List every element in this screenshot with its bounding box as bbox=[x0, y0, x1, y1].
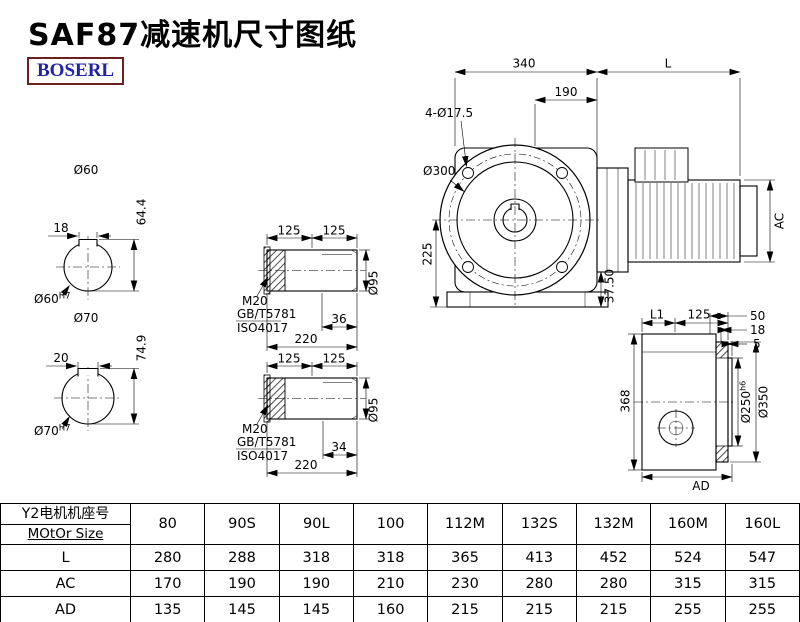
cell: 135 bbox=[129, 596, 206, 622]
bolt-holes-label: 4-Ø17.5 bbox=[425, 106, 473, 120]
shaftbot-std2-label: ISO4017 bbox=[237, 449, 288, 463]
shaft-side-view-bottom: 125 125 34 220 Ø95 M20 GB/T5781 ISO4017 bbox=[236, 352, 381, 477]
col-header: 160M bbox=[650, 503, 726, 545]
cell: 413 bbox=[501, 544, 577, 571]
cell: 190 bbox=[278, 570, 354, 597]
shaft-side-view-top: 125 125 36 220 Ø95 M20 GB/T5781 ISO4017 bbox=[236, 224, 381, 351]
row-label: L bbox=[0, 544, 131, 571]
shaft60-dia-label: Ø60 bbox=[74, 163, 99, 177]
spigot-dia-label: Ø250h6 bbox=[738, 381, 753, 424]
page-title: SAF87减速机尺寸图纸 bbox=[28, 18, 358, 53]
cell: 230 bbox=[427, 570, 503, 597]
col-header: 90S bbox=[204, 503, 280, 545]
cell: 190 bbox=[204, 570, 280, 597]
cell: 215 bbox=[427, 596, 503, 622]
shafttop-thread-label: M20 bbox=[242, 294, 268, 308]
shafttop-std2-label: ISO4017 bbox=[237, 321, 288, 335]
shaftbot-keylen-label: 34 bbox=[331, 440, 346, 454]
dim-340-label: 340 bbox=[513, 57, 536, 71]
side-view: L1 125 50 18 5 368 Ø250h6 Ø350 AD bbox=[619, 308, 771, 494]
shaft70-height-label: 74.9 bbox=[135, 335, 149, 362]
row-label: AD bbox=[0, 596, 131, 622]
row-label: AC bbox=[0, 570, 131, 597]
cell: 280 bbox=[501, 570, 577, 597]
dim-AD-label: AD bbox=[692, 479, 709, 493]
cell: 365 bbox=[427, 544, 503, 571]
shaft60-bore-label: Ø60H7 bbox=[34, 292, 71, 307]
cell: 255 bbox=[650, 596, 726, 622]
table-row-AD: AD 135 145 145 160 215 215 215 255 255 bbox=[0, 596, 800, 622]
col-header: 80 bbox=[129, 503, 206, 545]
flange-dia-label: Ø300 bbox=[423, 164, 455, 178]
dim-190-label: 190 bbox=[555, 85, 578, 99]
shaft-60-end-view: Ø60 18 64.4 Ø60H7 bbox=[34, 163, 149, 306]
cell: 280 bbox=[575, 570, 652, 597]
flange-od-label: Ø350 bbox=[757, 386, 771, 418]
shaftbot-seg2-label: 125 bbox=[323, 352, 346, 366]
cell: 452 bbox=[575, 544, 652, 571]
shafttop-seg1-label: 125 bbox=[278, 224, 301, 238]
cell: 145 bbox=[278, 596, 354, 622]
cell: 524 bbox=[650, 544, 726, 571]
main-front-view: 340 L 190 4-Ø17.5 Ø300 225 37.50 AC bbox=[421, 57, 787, 308]
col-header: 90L bbox=[278, 503, 354, 545]
cell: 280 bbox=[129, 544, 206, 571]
shaft-70-end-view: Ø70 20 74.9 Ø70H7 bbox=[34, 311, 149, 438]
shaft70-bore-label: Ø70H7 bbox=[34, 424, 71, 439]
dimension-table: Y2电机机座号 MOtOr Size 80 90S 90L 100 112M 1… bbox=[0, 503, 800, 622]
cell: 315 bbox=[724, 570, 800, 597]
shaftbot-std1-label: GB/T5781 bbox=[237, 435, 296, 449]
shaftbot-thread-label: M20 bbox=[242, 422, 268, 436]
shaft60-keywidth-label: 18 bbox=[53, 221, 68, 235]
brand-logo-text: BOSERL bbox=[37, 60, 115, 81]
shaft70-keywidth-label: 20 bbox=[53, 351, 68, 365]
col-header: 160L bbox=[724, 503, 800, 545]
cell: 255 bbox=[724, 596, 800, 622]
dim-top125-label: 125 bbox=[688, 308, 711, 322]
cell: 160 bbox=[352, 596, 429, 622]
cell: 210 bbox=[352, 570, 429, 597]
dim-225-label: 225 bbox=[421, 243, 435, 266]
cell: 315 bbox=[650, 570, 726, 597]
dim-375-label: 37.50 bbox=[603, 269, 617, 303]
col-header: 132S bbox=[501, 503, 577, 545]
table-header-motor-size: Y2电机机座号 MOtOr Size bbox=[0, 503, 131, 545]
col-header: 132M bbox=[575, 503, 652, 545]
table-header-cn: Y2电机机座号 bbox=[1, 504, 130, 525]
shafttop-seg2-label: 125 bbox=[323, 224, 346, 238]
cell: 215 bbox=[575, 596, 652, 622]
shafttop-dia-label: Ø95 bbox=[367, 271, 381, 296]
shaftbot-length-label: 220 bbox=[295, 458, 318, 472]
shaftbot-dia-label: Ø95 bbox=[367, 398, 381, 423]
dim-5-label: 5 bbox=[753, 337, 761, 351]
shafttop-length-label: 220 bbox=[295, 332, 318, 346]
table-row-L: L 280 288 318 318 365 413 452 524 547 bbox=[0, 544, 800, 571]
cell: 318 bbox=[352, 544, 429, 571]
dim-L1-label: L1 bbox=[650, 308, 664, 322]
shaft60-height-label: 64.4 bbox=[135, 199, 149, 226]
motor-dia-AC-label: AC bbox=[773, 213, 787, 229]
cell: 145 bbox=[204, 596, 280, 622]
col-header: 112M bbox=[427, 503, 503, 545]
cell: 318 bbox=[278, 544, 354, 571]
brand-logo: BOSERL bbox=[27, 57, 125, 85]
cell: 215 bbox=[501, 596, 577, 622]
shafttop-std1-label: GB/T5781 bbox=[237, 307, 296, 321]
table-header-en: MOtOr Size bbox=[27, 526, 104, 542]
shaft70-dia-label: Ø70 bbox=[74, 311, 99, 325]
shaftbot-seg1-label: 125 bbox=[278, 352, 301, 366]
shafttop-keylen-label: 36 bbox=[331, 312, 346, 326]
dim-L-label: L bbox=[665, 57, 672, 71]
table-header-row: Y2电机机座号 MOtOr Size 80 90S 90L 100 112M 1… bbox=[0, 503, 800, 545]
dim-18-label: 18 bbox=[750, 323, 765, 337]
col-header: 100 bbox=[352, 503, 429, 545]
technical-drawing: Ø60 18 64.4 Ø60H7 Ø70 20 74.9 Ø70H7 bbox=[34, 57, 787, 494]
cell: 547 bbox=[724, 544, 800, 571]
cell: 170 bbox=[129, 570, 206, 597]
table-row-AC: AC 170 190 190 210 230 280 280 315 315 bbox=[0, 570, 800, 597]
dim-368-label: 368 bbox=[619, 390, 633, 413]
dim-50-label: 50 bbox=[750, 309, 765, 323]
cell: 288 bbox=[204, 544, 280, 571]
